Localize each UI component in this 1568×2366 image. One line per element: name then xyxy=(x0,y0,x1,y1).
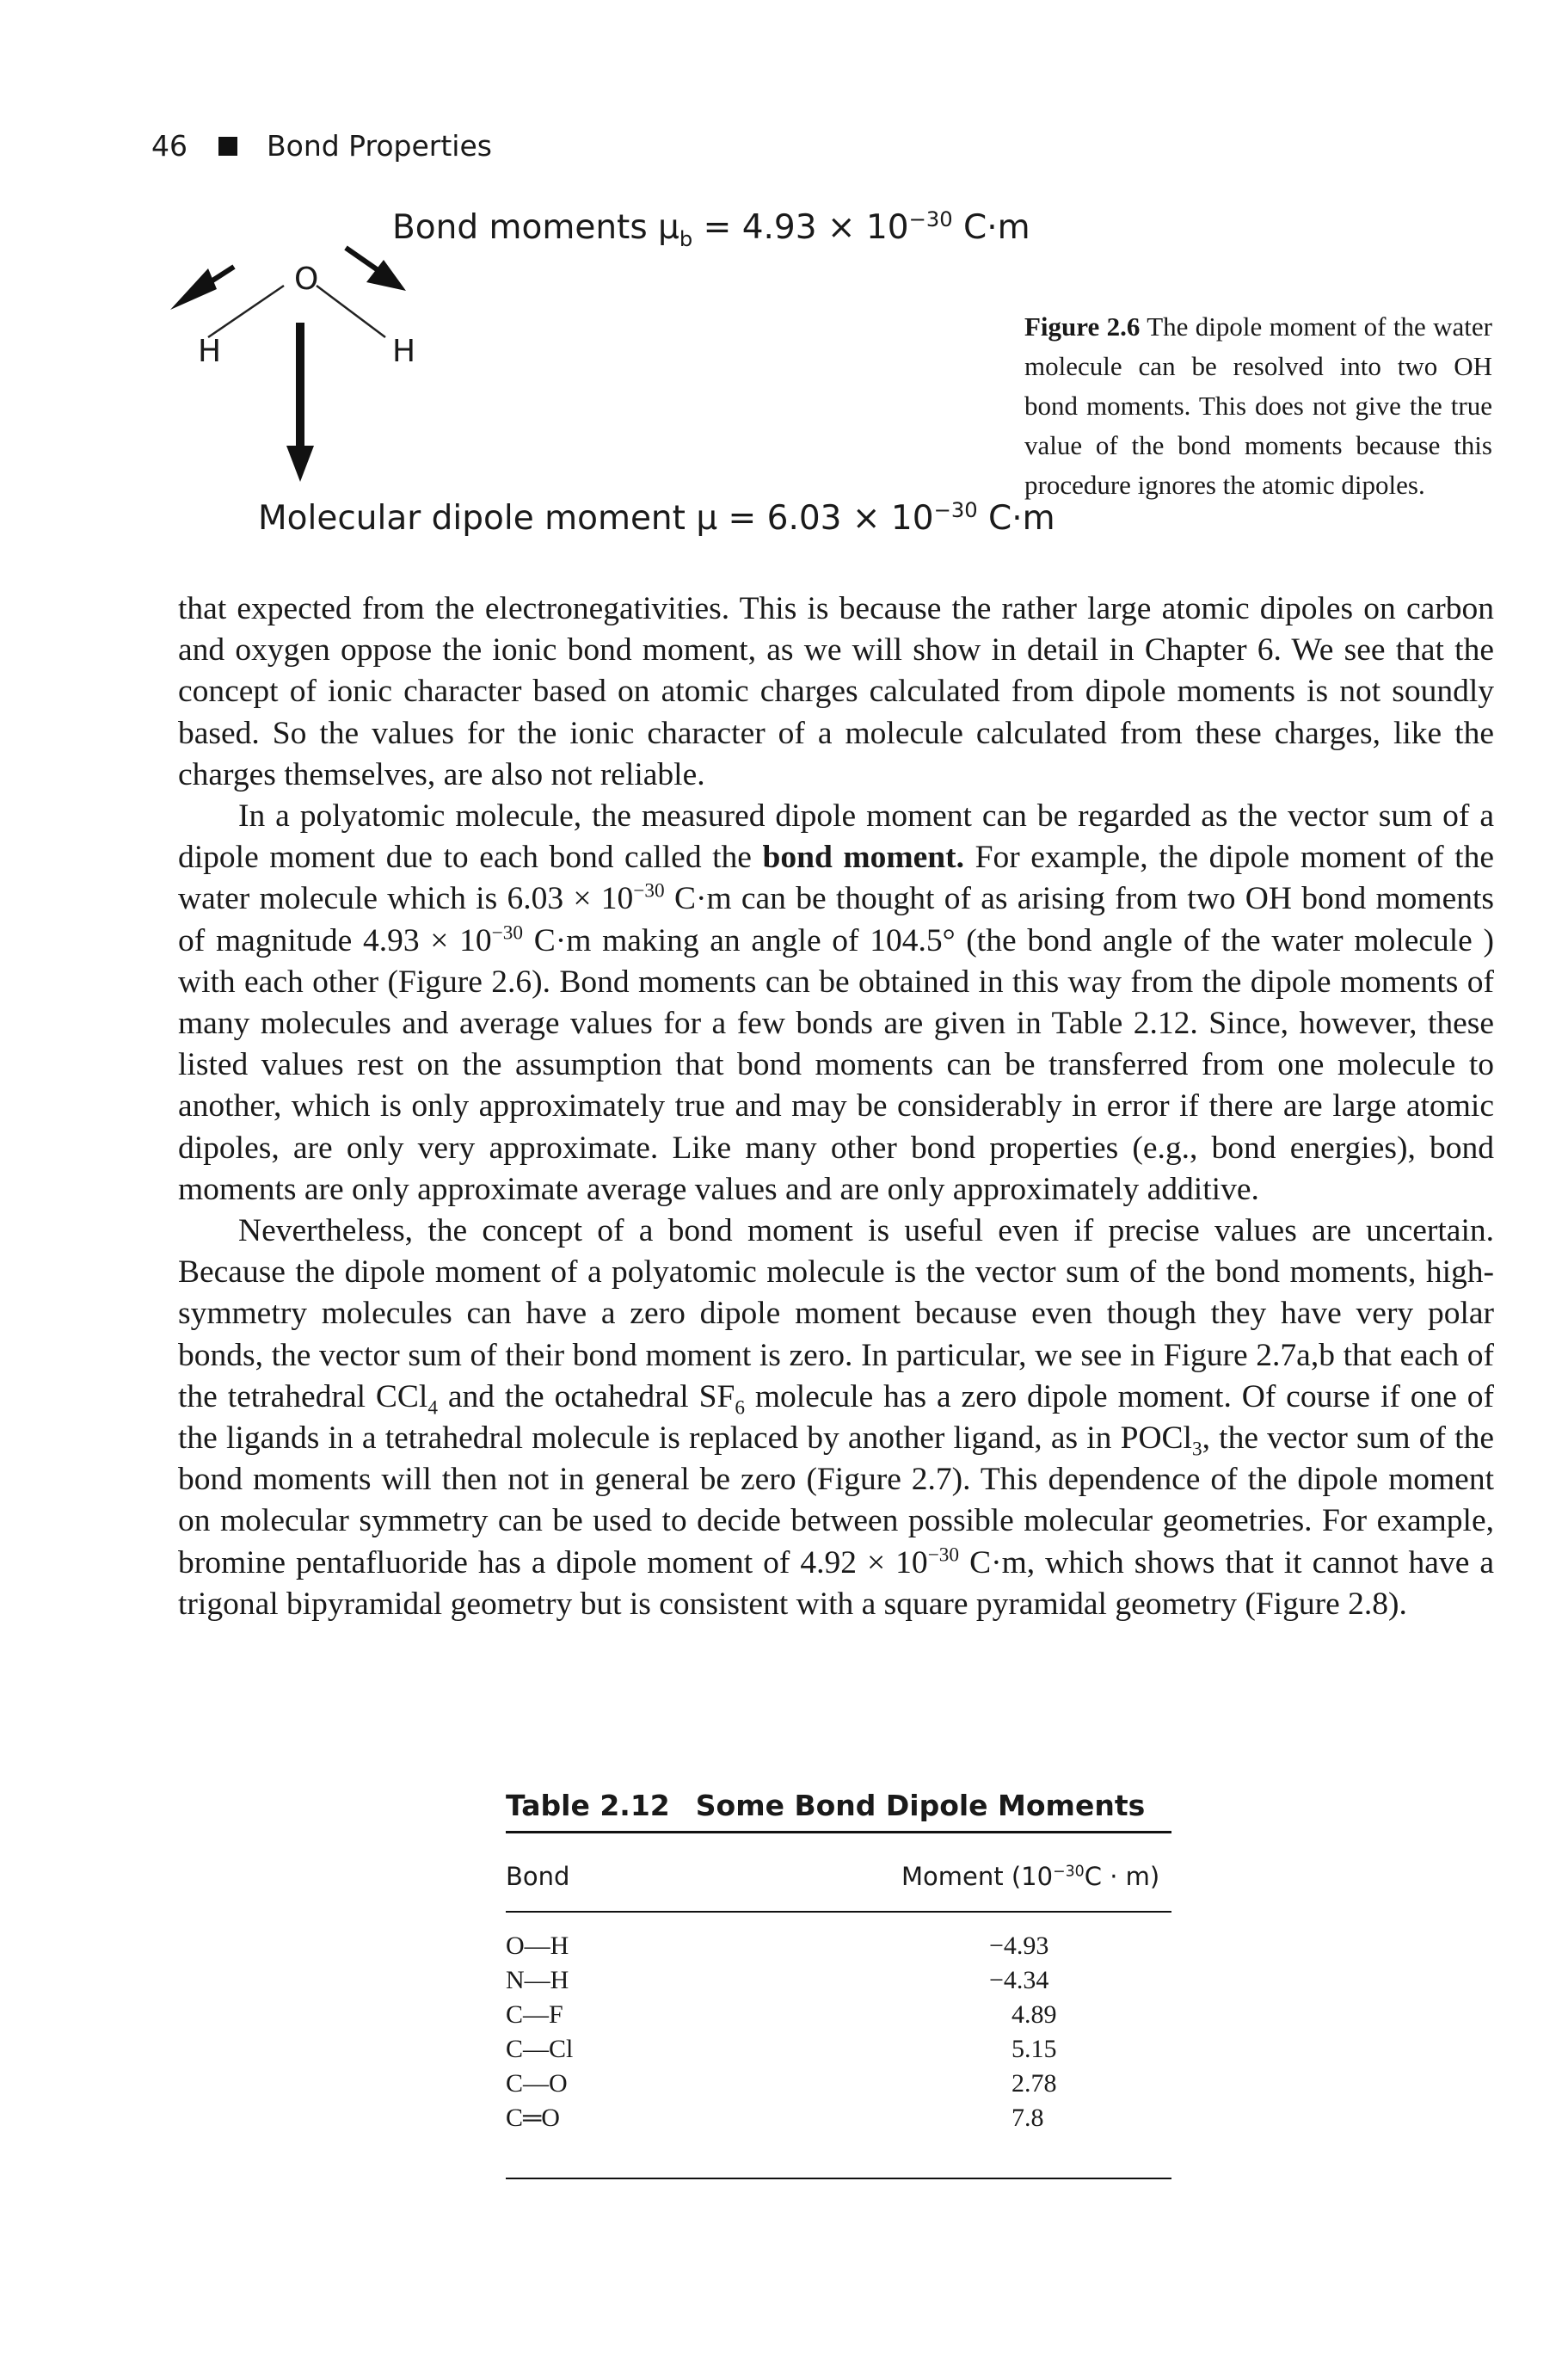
bond-moment-label: Bond moments μb = 4.93 × 10−30 C·m xyxy=(392,207,1030,251)
oh-bond-right xyxy=(316,285,386,338)
table-top-rule xyxy=(506,1831,1171,1833)
atom-hydrogen-right: H xyxy=(392,334,416,369)
molecular-dipole-arrow xyxy=(286,323,314,482)
cell-moment: 7.8 xyxy=(1012,2104,1044,2132)
column-header-moment: Moment (10−30C · m) xyxy=(901,1862,1160,1891)
cell-moment: 4.89 xyxy=(1012,2000,1057,2029)
paragraph-3: Nevertheless, the concept of a bond mome… xyxy=(178,1213,1494,1622)
caption-label: Figure 2.6 xyxy=(1024,311,1141,342)
cell-moment: −4.34 xyxy=(989,1966,1049,1994)
table-header-rule xyxy=(506,1911,1171,1913)
paragraph-1: that expected from the electronegativiti… xyxy=(178,591,1494,792)
caption-text: The dipole moment of the water molecule … xyxy=(1024,311,1492,500)
molecular-dipole-label: Molecular dipole moment μ = 6.03 × 10−30… xyxy=(258,498,1055,538)
table-title: Table 2.12 Some Bond Dipole Moments xyxy=(506,1789,1145,1822)
table-bottom-rule xyxy=(506,2178,1171,2179)
header-square-bullet xyxy=(218,136,237,156)
bond-moment-arrow-right xyxy=(344,245,406,291)
bond-moment-term: bond moment. xyxy=(762,840,965,876)
cell-moment: 5.15 xyxy=(1012,2035,1057,2063)
cell-bond: O—H xyxy=(506,1932,569,1960)
water-molecule-diagram xyxy=(170,245,406,482)
cell-moment: 2.78 xyxy=(1012,2069,1057,2098)
oh-bond-left xyxy=(207,284,285,339)
paragraph-2: In a polyatomic molecule, the measured d… xyxy=(178,798,1495,1207)
atom-hydrogen-left: H xyxy=(198,334,222,369)
figure-caption: Figure 2.6 The dipole moment of the wate… xyxy=(1024,307,1492,505)
cell-bond: N—H xyxy=(506,1966,569,1994)
cell-bond: C—O xyxy=(506,2069,568,2098)
cell-bond: C—F xyxy=(506,2000,563,2029)
cell-moment: −4.93 xyxy=(989,1932,1049,1960)
column-header-bond: Bond xyxy=(506,1862,570,1891)
atom-oxygen: O xyxy=(294,262,319,297)
cell-bond: C—Cl xyxy=(506,2035,574,2063)
running-header: 46 Bond Properties xyxy=(151,129,492,163)
table-caption: Some Bond Dipole Moments xyxy=(695,1789,1146,1822)
bond-moment-arrow-left xyxy=(170,264,236,310)
cell-bond: C═O xyxy=(506,2104,560,2132)
table-label: Table 2.12 xyxy=(506,1789,670,1822)
page-number: 46 xyxy=(151,129,188,163)
body-text: that expected from the electronegativiti… xyxy=(178,588,1494,1625)
section-title: Bond Properties xyxy=(267,129,492,163)
